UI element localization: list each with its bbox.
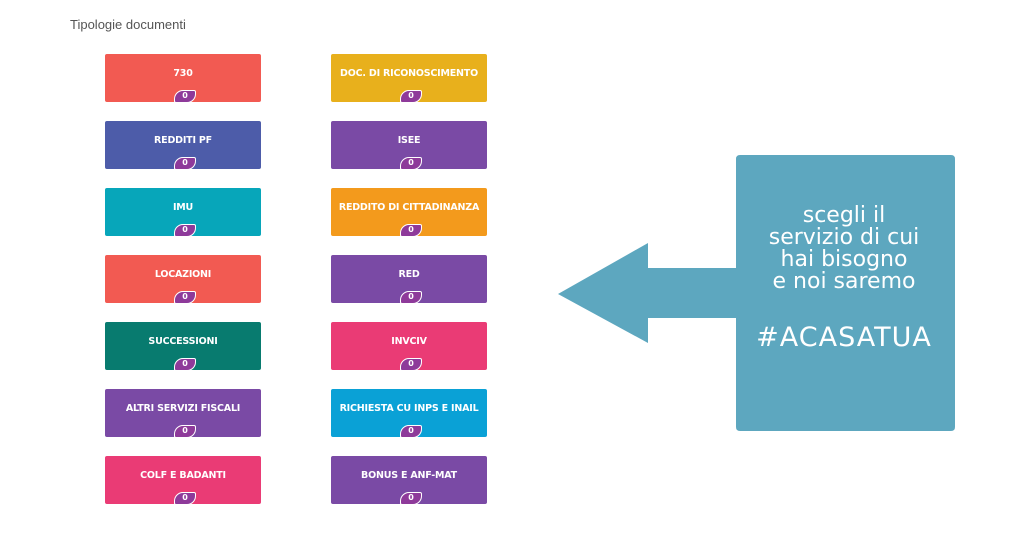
callout-line: e noi saremo [772, 269, 916, 294]
document-type-redditi-pf[interactable]: REDDITI PF 0 [105, 121, 261, 170]
document-count-badge: 0 [174, 291, 196, 304]
tile-label: LOCAZIONI [154, 269, 212, 280]
document-count-badge: 0 [400, 90, 422, 103]
document-type-doc-di-riconoscimento[interactable]: DOC. DI RICONOSCIMENTO 0 [331, 54, 487, 103]
document-type-altri-servizi-fiscali[interactable]: ALTRI SERVIZI FISCALI 0 [105, 389, 261, 438]
tile-label: RICHIESTA CU INPS E INAIL [339, 403, 479, 414]
document-type-reddito-di-cittadinanza[interactable]: REDDITO DI CITTADINANZA 0 [331, 188, 487, 237]
document-count-badge: 0 [400, 358, 422, 371]
tile-label: IMU [172, 202, 194, 213]
callout-line: scegli il [802, 203, 886, 228]
document-count-badge: 0 [174, 358, 196, 371]
document-type-imu[interactable]: IMU 0 [105, 188, 261, 237]
document-count-badge: 0 [174, 492, 196, 505]
tile-label: REDDITO DI CITTADINANZA [338, 202, 480, 213]
document-type-bonus-e-anf-mat[interactable]: BONUS E ANF-MAT 0 [331, 456, 487, 505]
callout-line: hai bisogno [780, 247, 908, 272]
tile-label: ISEE [397, 135, 421, 146]
document-count-badge: 0 [400, 492, 422, 505]
document-count-badge: 0 [174, 157, 196, 170]
tile-label: SUCCESSIONI [148, 336, 218, 347]
document-type-successioni[interactable]: SUCCESSIONI 0 [105, 322, 261, 371]
document-type-red[interactable]: RED 0 [331, 255, 487, 304]
tile-label: DOC. DI RICONOSCIMENTO [340, 68, 478, 79]
tile-label: RED [398, 269, 420, 280]
document-count-badge: 0 [400, 291, 422, 304]
tile-label: REDDITI PF [154, 135, 212, 146]
document-type-730[interactable]: 730 0 [105, 54, 261, 103]
tile-label: ALTRI SERVIZI FISCALI [125, 403, 241, 414]
document-type-locazioni[interactable]: LOCAZIONI 0 [105, 255, 261, 304]
callout-arrow-shape [558, 155, 955, 431]
callout-message: scegli il servizio di cui hai bisogno e … [736, 205, 952, 293]
page-title: Tipologie documenti [70, 17, 186, 32]
document-count-badge: 0 [400, 224, 422, 237]
callout-line: servizio di cui [768, 225, 920, 250]
tile-label: COLF E BADANTI [140, 470, 226, 481]
document-type-invciv[interactable]: INVCIV 0 [331, 322, 487, 371]
tile-label: BONUS E ANF-MAT [361, 470, 457, 481]
document-count-badge: 0 [174, 224, 196, 237]
document-type-richiesta-cu-inps-e-inail[interactable]: RICHIESTA CU INPS E INAIL 0 [331, 389, 487, 438]
tile-label: INVCIV [391, 336, 427, 347]
tile-label: 730 [173, 68, 193, 79]
document-count-badge: 0 [400, 157, 422, 170]
document-type-colf-e-badanti[interactable]: COLF E BADANTI 0 [105, 456, 261, 505]
document-count-badge: 0 [174, 425, 196, 438]
callout-hashtag: #ACASATUA [756, 322, 932, 353]
document-count-badge: 0 [400, 425, 422, 438]
document-count-badge: 0 [174, 90, 196, 103]
document-type-isee[interactable]: ISEE 0 [331, 121, 487, 170]
